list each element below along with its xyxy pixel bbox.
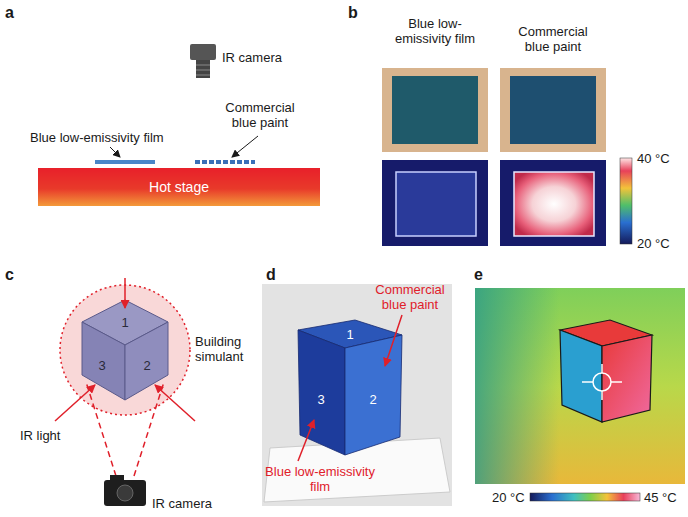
paint-label: Commercial blue paint [370, 282, 450, 312]
camera-icon [104, 475, 146, 506]
ir-light-arrow [155, 385, 195, 421]
ir-light-label: IR light [20, 428, 60, 443]
column-header: Blue low-emissivity film [382, 16, 488, 46]
view-line [134, 382, 164, 476]
paint-photo [510, 76, 596, 144]
callout-number: 1 [120, 315, 130, 330]
callout-number: 2 [142, 358, 152, 373]
ir-light-arrow [124, 278, 126, 308]
film-thermal [396, 172, 476, 236]
photo-background [382, 68, 488, 152]
hot-stage: Hot stage [38, 168, 320, 206]
callout-number: 2 [368, 392, 378, 407]
thermal-image [475, 288, 685, 484]
cube-photo [298, 320, 402, 455]
leader-line [110, 147, 120, 157]
scale-label: 40 °C [637, 151, 670, 166]
film-strip [95, 160, 155, 164]
leader-line [232, 136, 258, 157]
ir-light-arrow [55, 385, 95, 421]
scale-label: 45 °C [644, 490, 677, 505]
photo-background [500, 68, 606, 152]
panel-letter: c [5, 266, 14, 284]
photo-background [262, 284, 452, 506]
ir-camera-icon [190, 44, 216, 78]
callout-number: 3 [316, 392, 326, 407]
paint-label: Commercial blue paint [218, 100, 302, 130]
color-bar [620, 158, 632, 244]
panel-letter: d [266, 266, 276, 284]
thermal-cube [560, 320, 652, 422]
callout-number: 1 [345, 327, 355, 342]
scale-label: 20 °C [637, 236, 670, 251]
camera-label: IR camera [152, 496, 212, 511]
callout-number: 3 [97, 358, 107, 373]
thermal-image [382, 160, 488, 246]
panel-letter: e [474, 266, 483, 284]
column-header: Commercial blue paint [505, 24, 601, 54]
thermal-shade [475, 288, 685, 484]
thermal-image [500, 160, 606, 246]
crosshair [582, 364, 622, 400]
view-line [86, 382, 116, 476]
building-label: Building simulant [195, 334, 261, 364]
paint-strip [195, 160, 255, 164]
film-label: Blue low-emissivity film [30, 130, 164, 145]
camera-label: IR camera [222, 50, 282, 65]
node-text: Hot stage [149, 179, 209, 195]
scale-label: 20 °C [492, 490, 525, 505]
leader-line [298, 420, 314, 461]
leader-line [385, 315, 402, 366]
panel-letter: a [5, 4, 14, 22]
film-photo [392, 76, 478, 144]
color-bar [530, 493, 640, 501]
paint-thermal [514, 172, 594, 236]
panel-letter: b [348, 4, 358, 22]
film-label: Blue low-emissivity film [264, 464, 376, 494]
